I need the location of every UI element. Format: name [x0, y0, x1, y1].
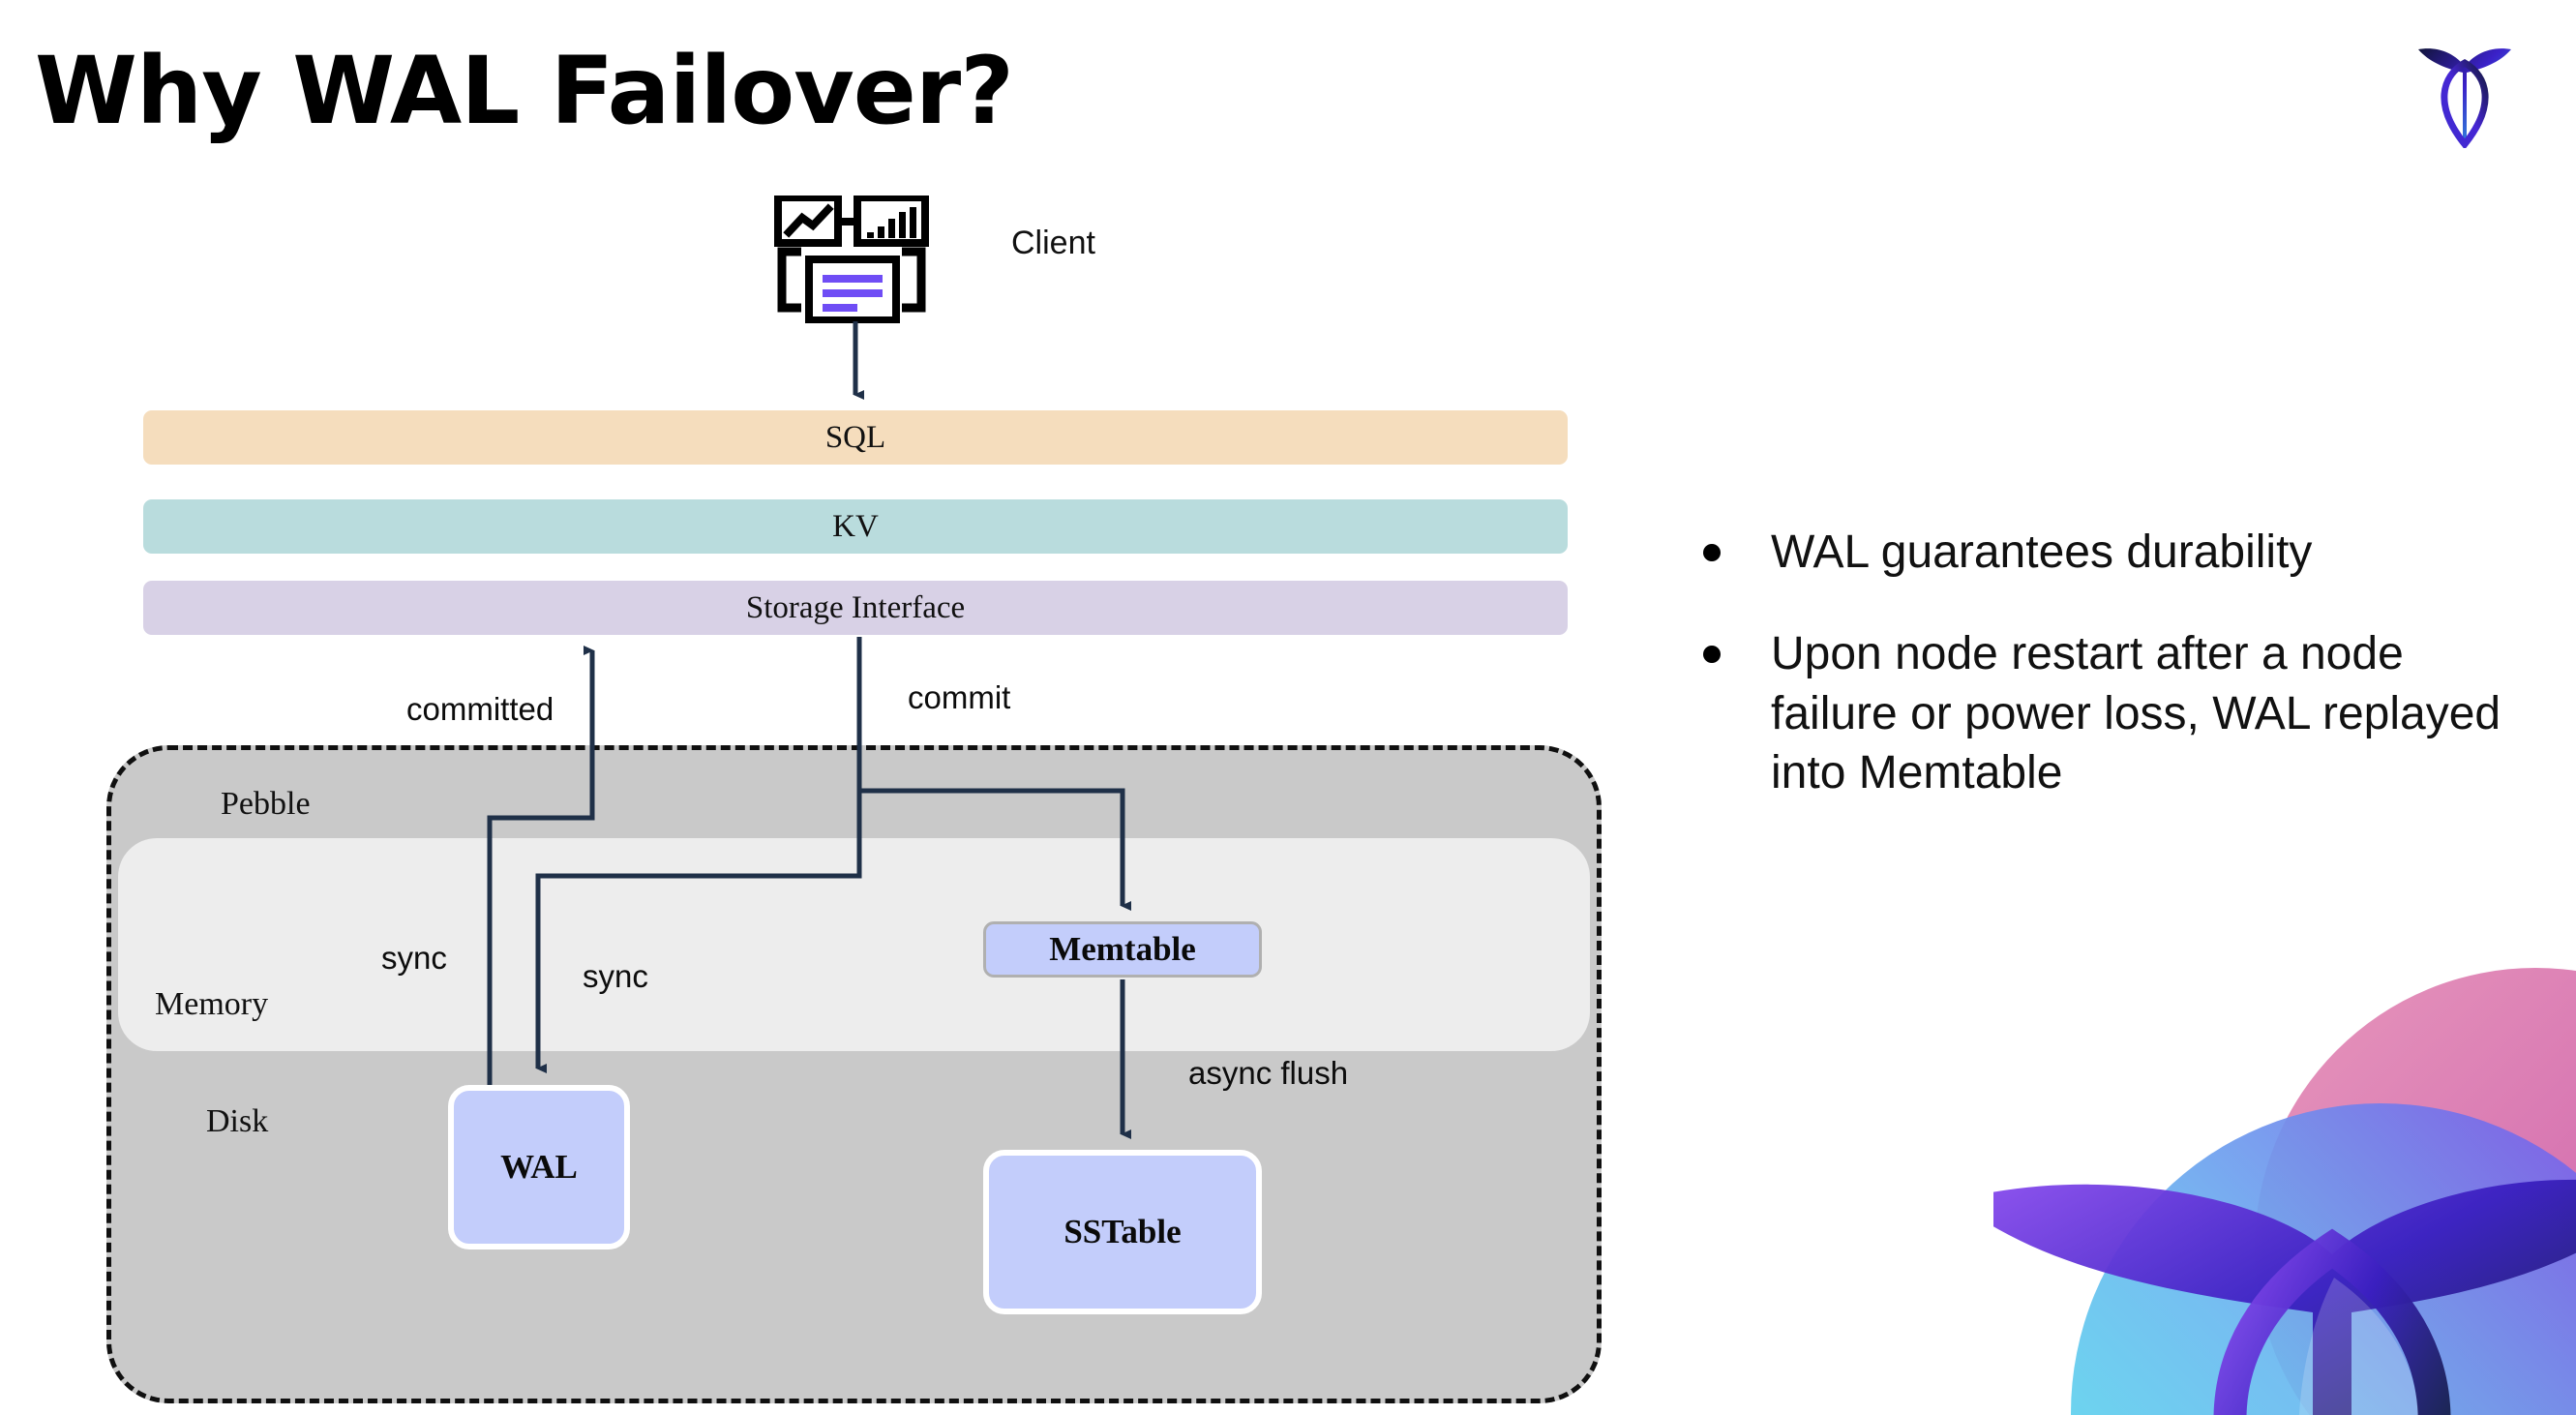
cockroachdb-logo-icon	[2407, 34, 2523, 150]
list-item: Upon node restart after a node failure o…	[1703, 624, 2535, 802]
node-memtable: Memtable	[983, 921, 1262, 978]
list-item: WAL guarantees durability	[1703, 523, 2535, 582]
edge-label-async-flush: async flush	[1188, 1055, 1349, 1091]
edge-label-commit: commit	[908, 679, 1011, 715]
pebble-label: Pebble	[221, 786, 311, 822]
layer-bar-storage-interface: Storage Interface	[143, 581, 1568, 635]
bullet-list: WAL guarantees durability Upon node rest…	[1703, 523, 2535, 846]
page-title: Why WAL Failover?	[35, 37, 1014, 145]
layer-bar-kv: KV	[143, 499, 1568, 554]
client-label: Client	[1011, 225, 1095, 261]
bullet-text: WAL guarantees durability	[1771, 527, 2313, 578]
node-wal: WAL	[448, 1085, 630, 1249]
client-dashboard-icon	[774, 194, 929, 324]
edge-label-committed: committed	[406, 691, 554, 727]
architecture-diagram: Client SQL KV Storage Interface Pebble M…	[106, 194, 1602, 1403]
layer-bar-sql: SQL	[143, 410, 1568, 465]
cockroachdb-watermark-icon	[1993, 958, 2576, 1415]
disk-label: Disk	[206, 1103, 269, 1139]
node-label-sstable: SSTable	[1063, 1213, 1182, 1250]
memory-label: Memory	[155, 986, 269, 1022]
edge-label-sync-left: sync	[381, 940, 447, 976]
layer-label-kv: KV	[832, 508, 879, 544]
node-sstable: SSTable	[983, 1150, 1262, 1314]
node-label-wal: WAL	[500, 1148, 578, 1186]
node-label-memtable: Memtable	[1049, 930, 1196, 968]
memory-container	[118, 838, 1590, 1051]
layer-label-sql: SQL	[824, 419, 886, 455]
bullet-dot-icon	[1703, 646, 1721, 664]
layer-label-storage-interface: Storage Interface	[745, 589, 966, 625]
edge-label-sync-right: sync	[583, 958, 648, 994]
bullet-text: Upon node restart after a node failure o…	[1771, 628, 2501, 799]
bullet-dot-icon	[1703, 544, 1721, 561]
